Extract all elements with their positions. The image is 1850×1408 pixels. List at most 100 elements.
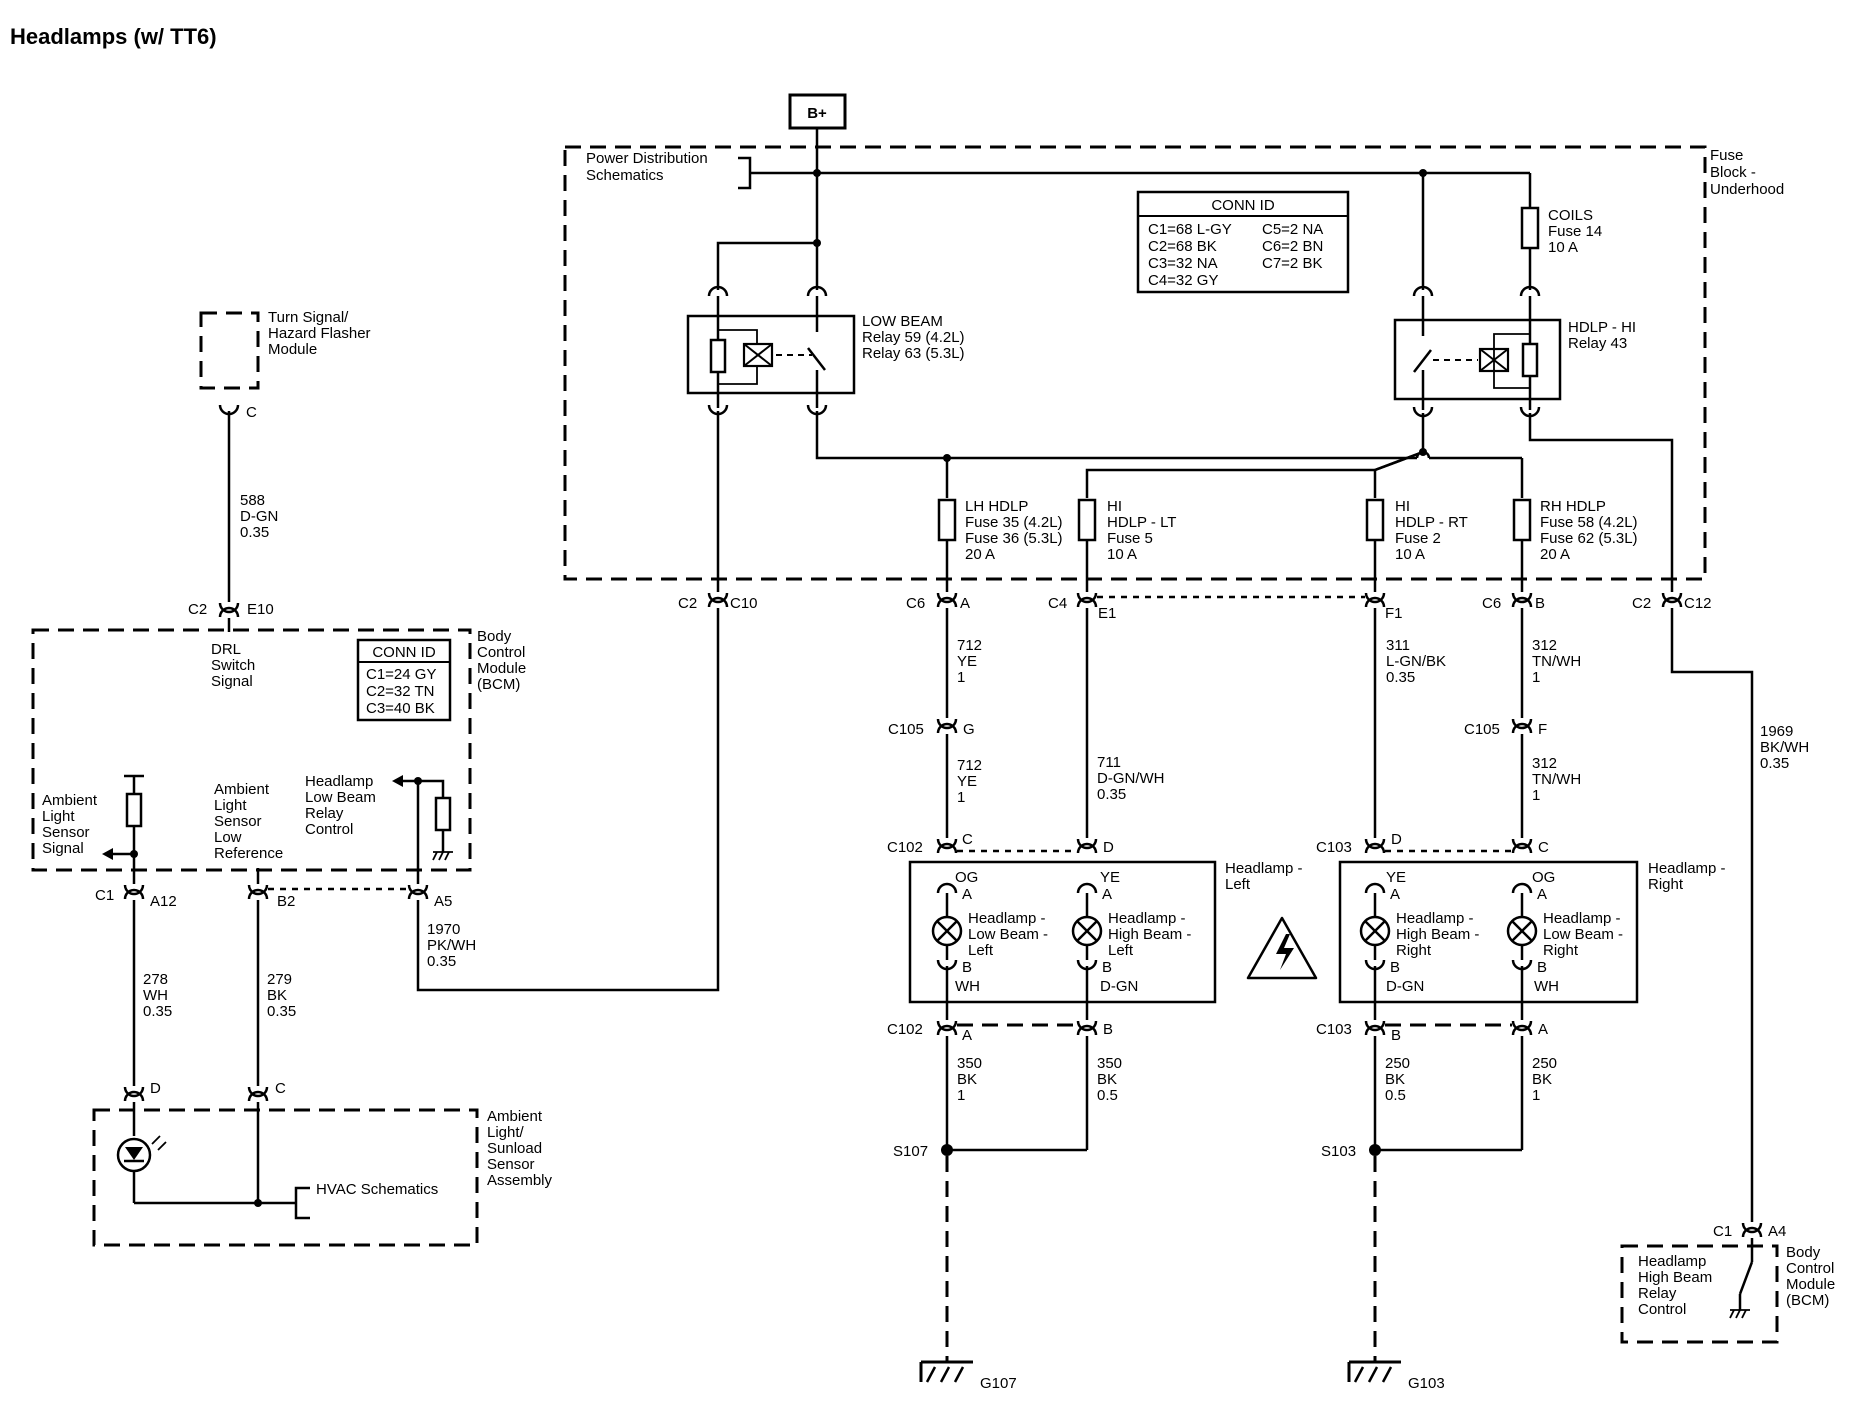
- svg-text:Low Beam: Low Beam: [305, 789, 376, 806]
- svg-text:Relay: Relay: [305, 805, 344, 822]
- power-distribution-ref: Power Distribution Schematics: [586, 150, 752, 190]
- wire-278-label: 278 WH 0.35: [143, 971, 172, 1020]
- svg-text:1: 1: [957, 1087, 965, 1104]
- wire-1970-label: 1970 PK/WH 0.35: [427, 921, 476, 970]
- svg-text:Left: Left: [968, 942, 994, 959]
- svg-text:COILS: COILS: [1548, 207, 1593, 224]
- headlamp-low-beam-left-bulb: [931, 915, 963, 947]
- wire-1969-label: 1969 BK/WH 0.35: [1760, 723, 1809, 772]
- svg-text:Headlamp -: Headlamp -: [1108, 910, 1186, 927]
- headlamp-low-beam-right-bulb: [1506, 915, 1538, 947]
- ground-g107-icon: [919, 1360, 975, 1384]
- svg-text:588: 588: [240, 492, 265, 509]
- svg-text:Sensor: Sensor: [42, 824, 90, 841]
- svg-text:Hazard Flasher: Hazard Flasher: [268, 325, 371, 342]
- svg-text:C6: C6: [1482, 595, 1501, 612]
- svg-text:Relay: Relay: [1638, 1285, 1677, 1302]
- svg-text:Fuse: Fuse: [1710, 147, 1743, 164]
- hl-right-low-pin-b: B: [1537, 959, 1547, 976]
- hl-left-low-color: OG: [955, 869, 978, 886]
- lh-hdlp-fuse: [937, 498, 957, 542]
- bcm-bottom-boundary: [1620, 1244, 1779, 1344]
- hl-left-low-bcolor: WH: [955, 978, 980, 995]
- headlamp-left-bottom-conn-labels: C102 A B: [887, 1021, 1113, 1044]
- svg-text:Relay 59 (4.2L): Relay 59 (4.2L): [862, 329, 965, 346]
- fuse-block-label: Fuse Block - Underhood: [1710, 147, 1784, 198]
- wire-250-b-label: 250 BK 1: [1532, 1055, 1557, 1104]
- svg-text:RH HDLP: RH HDLP: [1540, 498, 1606, 515]
- svg-text:C2: C2: [1632, 595, 1651, 612]
- svg-text:Module: Module: [477, 660, 526, 677]
- svg-text:Sunload: Sunload: [487, 1140, 542, 1157]
- svg-text:312: 312: [1532, 637, 1557, 654]
- svg-text:C102: C102: [887, 839, 923, 856]
- svg-text:B2: B2: [277, 893, 295, 910]
- svg-text:A: A: [962, 1027, 972, 1044]
- hi-hdlp-lt-fuse: [1077, 498, 1097, 542]
- svg-text:HDLP - HI: HDLP - HI: [1568, 319, 1636, 336]
- svg-text:Low Beam -: Low Beam -: [968, 926, 1048, 943]
- svg-text:C4: C4: [1048, 595, 1067, 612]
- wire-1969: [1670, 608, 1754, 1222]
- svg-text:YE: YE: [957, 653, 977, 670]
- svg-text:A: A: [960, 595, 970, 612]
- turn-signal-module: [199, 311, 260, 390]
- svg-text:C102: C102: [887, 1021, 923, 1038]
- hl-left-high-label: Headlamp - High Beam - Left: [1108, 910, 1191, 959]
- svg-text:20 A: 20 A: [1540, 546, 1570, 563]
- headlamp-right-housing: [1338, 860, 1639, 1004]
- svg-text:0.35: 0.35: [267, 1003, 296, 1020]
- svg-text:D: D: [1391, 831, 1402, 848]
- bcm-conn-id-table: CONN ID C1=24 GY C2=32 TN C3=40 BK: [356, 638, 452, 722]
- svg-text:Ambient: Ambient: [214, 781, 270, 798]
- svg-text:Block -: Block -: [1710, 164, 1756, 181]
- svg-text:Assembly: Assembly: [487, 1172, 553, 1189]
- svg-text:Module: Module: [1786, 1276, 1835, 1293]
- esd-warning-icon: [1246, 916, 1318, 980]
- svg-text:BK: BK: [267, 987, 287, 1004]
- headlamp-left-top-conn-labels: C102 C D: [887, 831, 1114, 856]
- hl-left-low-pin-b: B: [962, 959, 972, 976]
- svg-text:0.35: 0.35: [240, 524, 269, 541]
- svg-text:Headlamp: Headlamp: [305, 773, 373, 790]
- svg-text:C2: C2: [678, 595, 697, 612]
- svg-text:Headlamp -: Headlamp -: [1543, 910, 1621, 927]
- svg-text:B: B: [1391, 1027, 1401, 1044]
- svg-text:LOW BEAM: LOW BEAM: [862, 313, 943, 330]
- svg-text:HI: HI: [1395, 498, 1410, 515]
- svg-text:Fuse 2: Fuse 2: [1395, 530, 1441, 547]
- splice-s107: [941, 1144, 953, 1156]
- bcm-bottom-conn: C1: [1713, 1223, 1732, 1240]
- svg-text:Low: Low: [214, 829, 242, 846]
- svg-text:C: C: [962, 831, 973, 848]
- drl-switch-signal-label: DRL Switch Signal: [211, 641, 255, 690]
- hdlp-hi-relay: [1393, 318, 1562, 401]
- lh-hdlp-fuse-label: LH HDLP Fuse 35 (4.2L) Fuse 36 (5.3L) 20…: [965, 498, 1063, 563]
- svg-text:HDLP - LT: HDLP - LT: [1107, 514, 1176, 531]
- hl-right-high-pin-b: B: [1390, 959, 1400, 976]
- svg-text:Switch: Switch: [211, 657, 255, 674]
- wire-312-upper-label: 312 TN/WH 1: [1532, 637, 1581, 686]
- svg-text:0.35: 0.35: [1097, 786, 1126, 803]
- svg-text:Fuse 5: Fuse 5: [1107, 530, 1153, 547]
- svg-text:Sensor: Sensor: [487, 1156, 535, 1173]
- svg-text:712: 712: [957, 757, 982, 774]
- svg-text:1: 1: [1532, 669, 1540, 686]
- headlamp-right-label: Headlamp - Right: [1648, 860, 1726, 893]
- wire-711-label: 711 D-GN/WH 0.35: [1097, 754, 1165, 803]
- bcm-bottom-pin-labels: C1 A12 B2 A5: [95, 887, 452, 910]
- svg-text:(BCM): (BCM): [477, 676, 520, 693]
- svg-text:Reference: Reference: [214, 845, 283, 862]
- hl-left-high-color: YE: [1100, 869, 1120, 886]
- svg-text:HDLP - RT: HDLP - RT: [1395, 514, 1468, 531]
- svg-text:Body: Body: [477, 628, 512, 645]
- hi-hdlp-rt-fuse: [1365, 498, 1385, 542]
- svg-text:D: D: [1103, 839, 1114, 856]
- bcm-bottom-label: Body Control Module (BCM): [1786, 1244, 1835, 1309]
- svg-text:C10: C10: [730, 595, 758, 612]
- svg-text:Relay 63 (5.3L): Relay 63 (5.3L): [862, 345, 965, 362]
- svg-text:1: 1: [957, 669, 965, 686]
- svg-text:0.35: 0.35: [143, 1003, 172, 1020]
- hl-left-low-label: Headlamp - Low Beam - Left: [968, 910, 1048, 959]
- svg-text:Fuse 62 (5.3L): Fuse 62 (5.3L): [1540, 530, 1638, 547]
